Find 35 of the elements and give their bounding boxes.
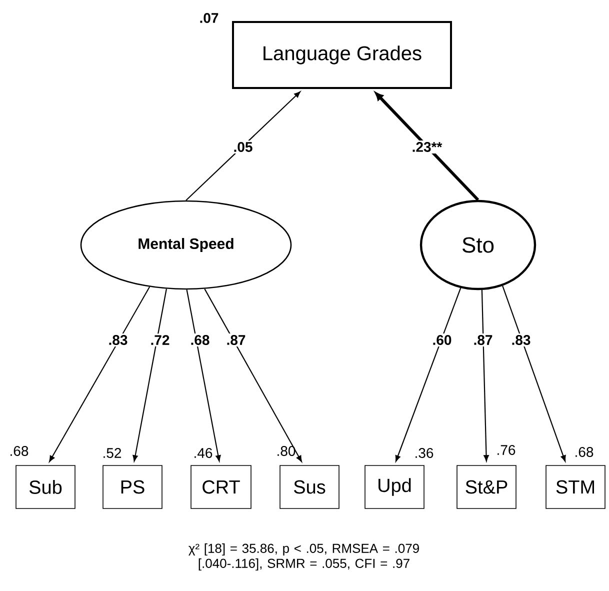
variance-value: .52 [104, 448, 122, 458]
arrow [502, 286, 566, 462]
arrow [395, 288, 462, 462]
outcome-box: Language Grades [232, 21, 452, 89]
edge-label: .87 [224, 334, 248, 346]
edge-label: .23** [410, 140, 444, 154]
variance-value: .76 [498, 445, 516, 455]
variance-value: .68 [576, 447, 594, 457]
arrow [375, 92, 480, 201]
variance-value: .36 [416, 448, 434, 458]
edge-label: .68 [188, 334, 212, 346]
variance-value: .80 [278, 446, 296, 456]
edge-label: .87 [472, 334, 494, 346]
arrow [49, 286, 150, 462]
arrow [204, 288, 302, 462]
edge-label: .72 [148, 334, 172, 346]
edge-label: .60 [430, 334, 454, 346]
arrow [186, 290, 221, 462]
variable-box: Upd [364, 465, 424, 509]
caption: χ² [18] = 35.86, p < .05, RMSEA = .079 [.040-.116], SRMR = .055, CFI = .97 [188, 543, 419, 571]
variable-box: Sus [280, 465, 340, 509]
variable-box: Sub [16, 465, 76, 509]
arrow [132, 288, 168, 462]
variable-box: St&P [456, 465, 516, 509]
arrow [481, 290, 489, 462]
edge-label: .83 [510, 334, 532, 346]
variance-value: .68 [10, 446, 28, 456]
variable-box: PS [102, 465, 162, 509]
arrow [186, 91, 300, 201]
edge-label: .83 [106, 334, 130, 346]
edge-label: .05 [232, 140, 254, 154]
variable-box: CRT [190, 465, 252, 509]
variance-value: .07 [200, 13, 218, 23]
variable-box: STM [546, 465, 606, 509]
variance-value: .46 [194, 448, 212, 458]
